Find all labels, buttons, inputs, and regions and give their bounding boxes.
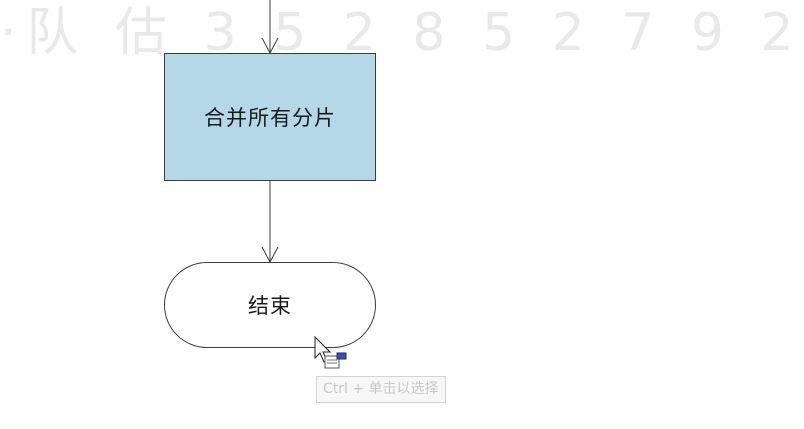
end-terminal[interactable]: 结束 — [164, 262, 376, 348]
diagram-canvas: ·队 估 3 5 2 8 5 2 7 9 2 合并所有分片 结束 Ctrl + … — [0, 0, 794, 403]
end-terminal-label: 结束 — [248, 294, 292, 318]
selection-hint-tooltip: Ctrl + 单击以选择 — [316, 376, 446, 403]
process-step-merge-shards[interactable]: 合并所有分片 — [164, 53, 376, 181]
mouse-pointer-icon — [314, 335, 347, 369]
process-step-label: 合并所有分片 — [204, 106, 336, 130]
